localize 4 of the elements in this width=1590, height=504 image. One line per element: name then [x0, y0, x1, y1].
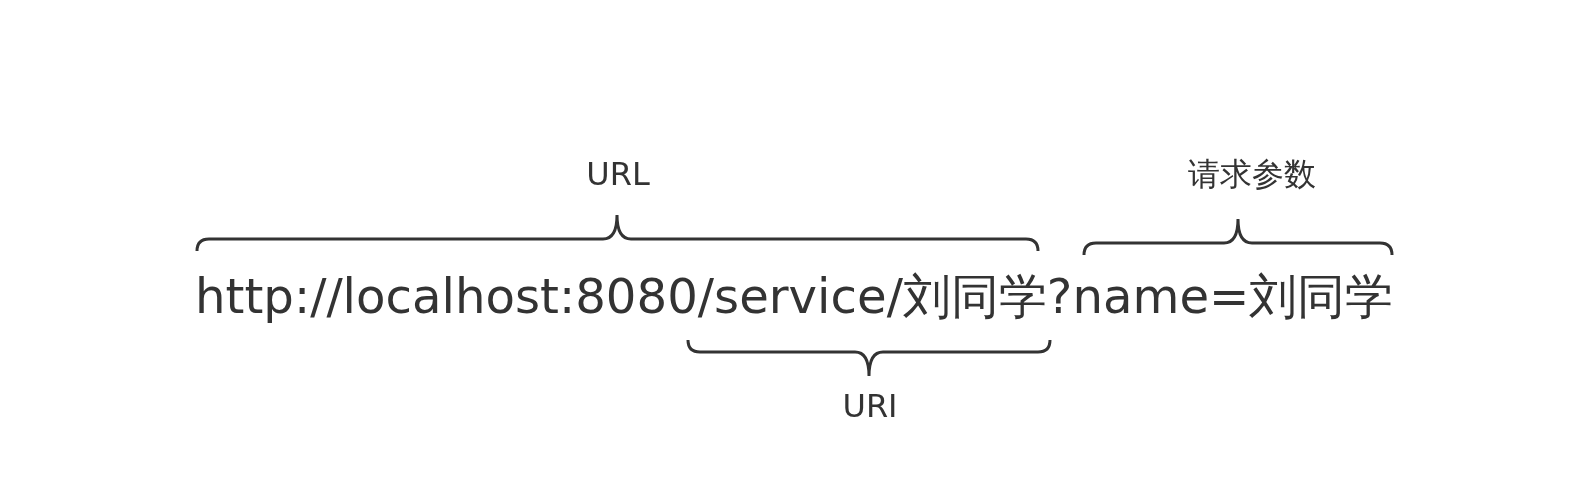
- brace-label: 请求参数: [1188, 157, 1316, 193]
- brace-label: URL: [586, 157, 650, 193]
- brace-label: URI: [842, 389, 898, 425]
- url-text: http://localhost:8080/service/刘同学?name=刘同学: [195, 270, 1394, 323]
